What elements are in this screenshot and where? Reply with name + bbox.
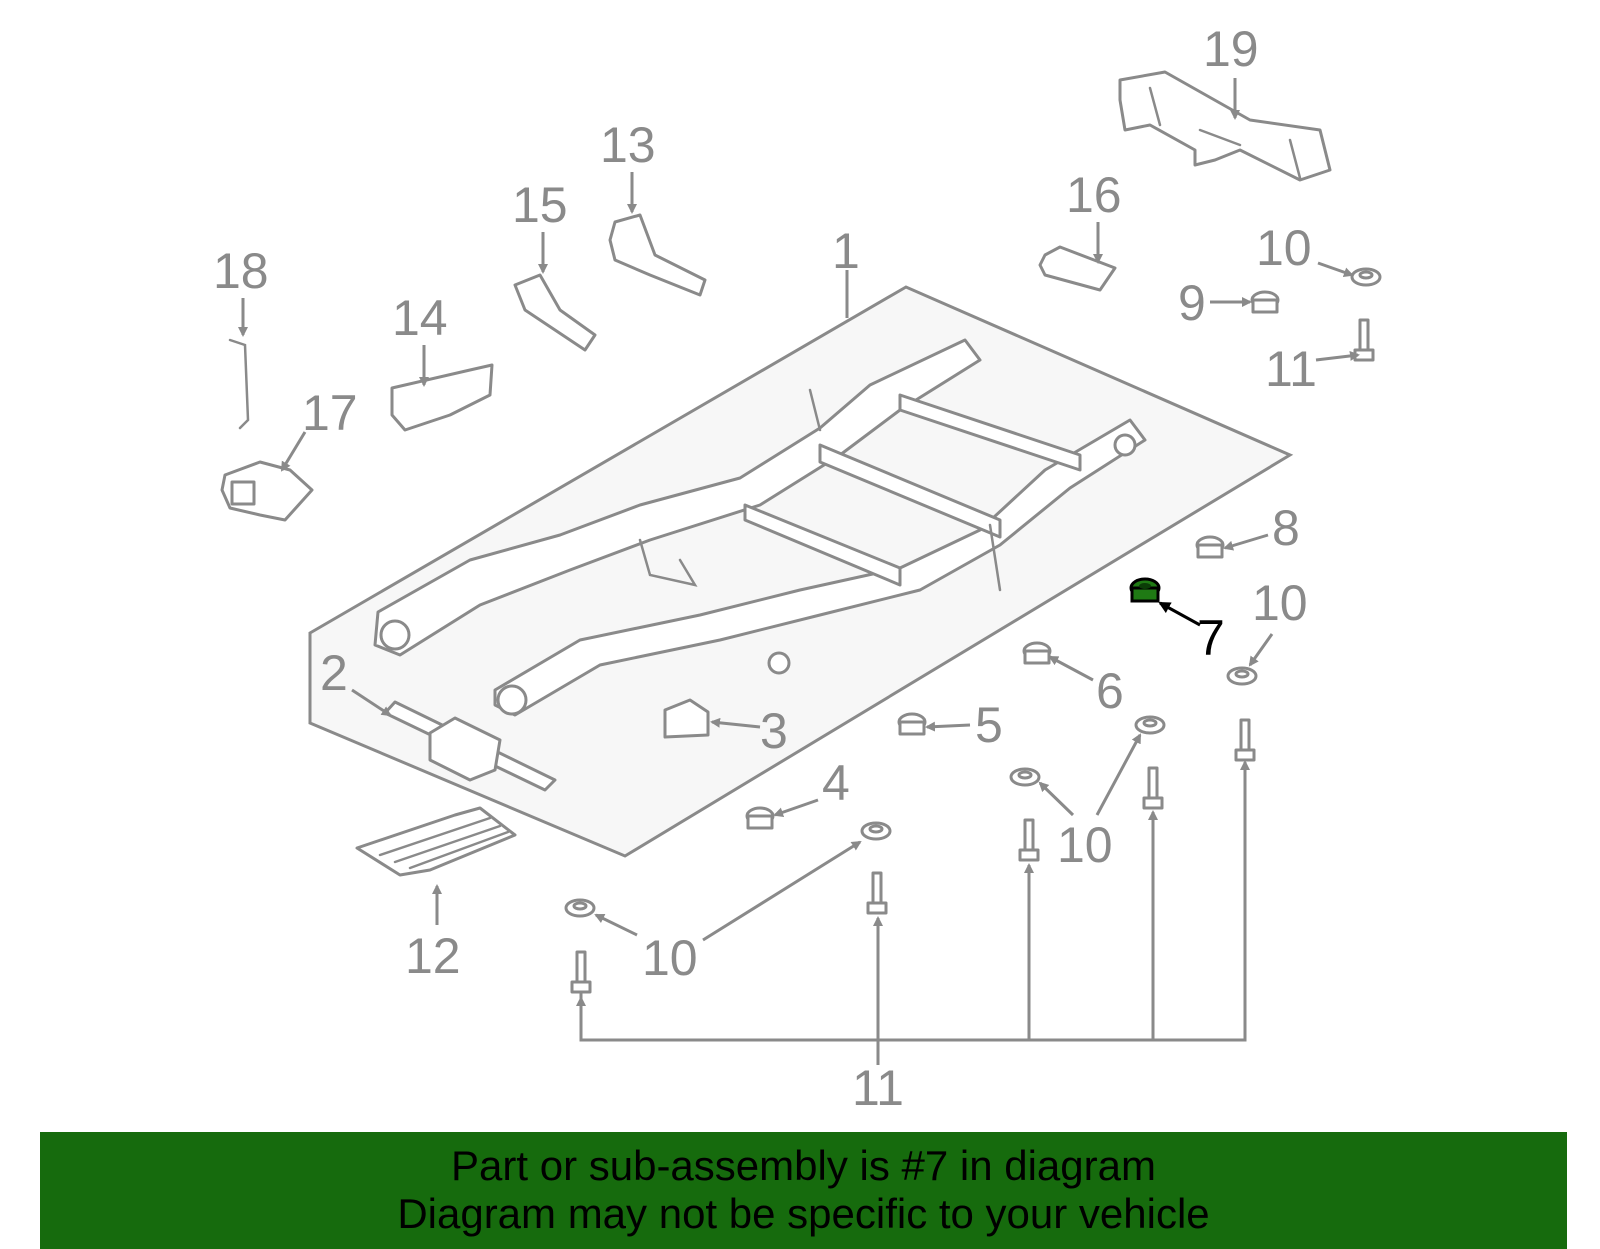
callout-17: 17 <box>302 385 358 441</box>
callout-3: 3 <box>760 703 788 759</box>
frame-assembly-part[interactable] <box>308 285 1294 858</box>
callout-1: 1 <box>832 223 860 279</box>
bushing-9-part[interactable] <box>1250 290 1280 314</box>
callout-11-bottom: 11 <box>852 1060 904 1116</box>
washer-10-part[interactable] <box>1350 267 1382 287</box>
callout-16: 16 <box>1066 167 1122 223</box>
callout-5: 5 <box>975 697 1003 753</box>
bracket-16-part[interactable] <box>1038 245 1117 292</box>
leader-lines <box>238 78 1360 1065</box>
shaft-2-part[interactable] <box>383 700 557 792</box>
parts-diagram: 1 2 3 4 5 6 7 8 9 10 10 10 10 11 11 12 1… <box>213 21 1382 1116</box>
mount-17-part[interactable] <box>220 460 314 522</box>
callout-6: 6 <box>1096 663 1124 719</box>
washer-10-part[interactable] <box>1134 715 1166 735</box>
crossmember-part[interactable] <box>1118 70 1332 182</box>
callout-18: 18 <box>213 243 269 299</box>
callout-10-top: 10 <box>1256 220 1312 276</box>
callout-13: 13 <box>600 117 656 173</box>
washer-10-part[interactable] <box>1226 666 1258 686</box>
banner-disclaimer-line: Diagram may not be specific to your vehi… <box>397 1190 1210 1237</box>
bolt-11-part[interactable] <box>570 950 592 994</box>
bracket-3-part[interactable] <box>663 698 710 739</box>
callout-10-right: 10 <box>1252 575 1308 631</box>
bracket-15-part[interactable] <box>513 273 597 352</box>
bolt-11-part[interactable] <box>1142 766 1164 810</box>
washer-10-part[interactable] <box>860 821 892 841</box>
bolt-11-part[interactable] <box>866 871 888 915</box>
callout-19: 19 <box>1203 21 1259 77</box>
callout-10-bottom: 10 <box>642 930 698 986</box>
rod-18-part[interactable] <box>228 338 250 430</box>
bushing-5-part[interactable] <box>897 712 927 736</box>
callout-4: 4 <box>822 755 850 811</box>
washer-10-part[interactable] <box>564 898 596 918</box>
callout-12: 12 <box>405 928 461 984</box>
callout-2: 2 <box>320 645 348 701</box>
callout-14: 14 <box>392 290 448 346</box>
highlighted-part-7[interactable] <box>1129 577 1161 603</box>
callout-8: 8 <box>1272 500 1300 556</box>
skid-plate-12-part[interactable] <box>355 806 517 877</box>
bolt-11-part[interactable] <box>1234 718 1256 762</box>
bushing-6-part[interactable] <box>1022 641 1052 665</box>
bracket-14-part[interactable] <box>390 363 494 432</box>
bracket-13-part[interactable] <box>608 213 707 297</box>
bushing-8-part[interactable] <box>1195 535 1225 559</box>
callout-11-top: 11 <box>1265 341 1317 397</box>
callout-10-middle: 10 <box>1057 817 1113 873</box>
callout-7: 7 <box>1197 610 1225 666</box>
callout-15: 15 <box>512 177 568 233</box>
bolt-11-part[interactable] <box>1018 818 1040 862</box>
bushing-4-part[interactable] <box>745 806 775 830</box>
info-banner: Part or sub-assembly is #7 in diagram Di… <box>40 1132 1567 1249</box>
callout-9: 9 <box>1178 275 1206 331</box>
banner-part-line: Part or sub-assembly is #7 in diagram <box>451 1142 1156 1189</box>
washer-10-part[interactable] <box>1009 767 1041 787</box>
